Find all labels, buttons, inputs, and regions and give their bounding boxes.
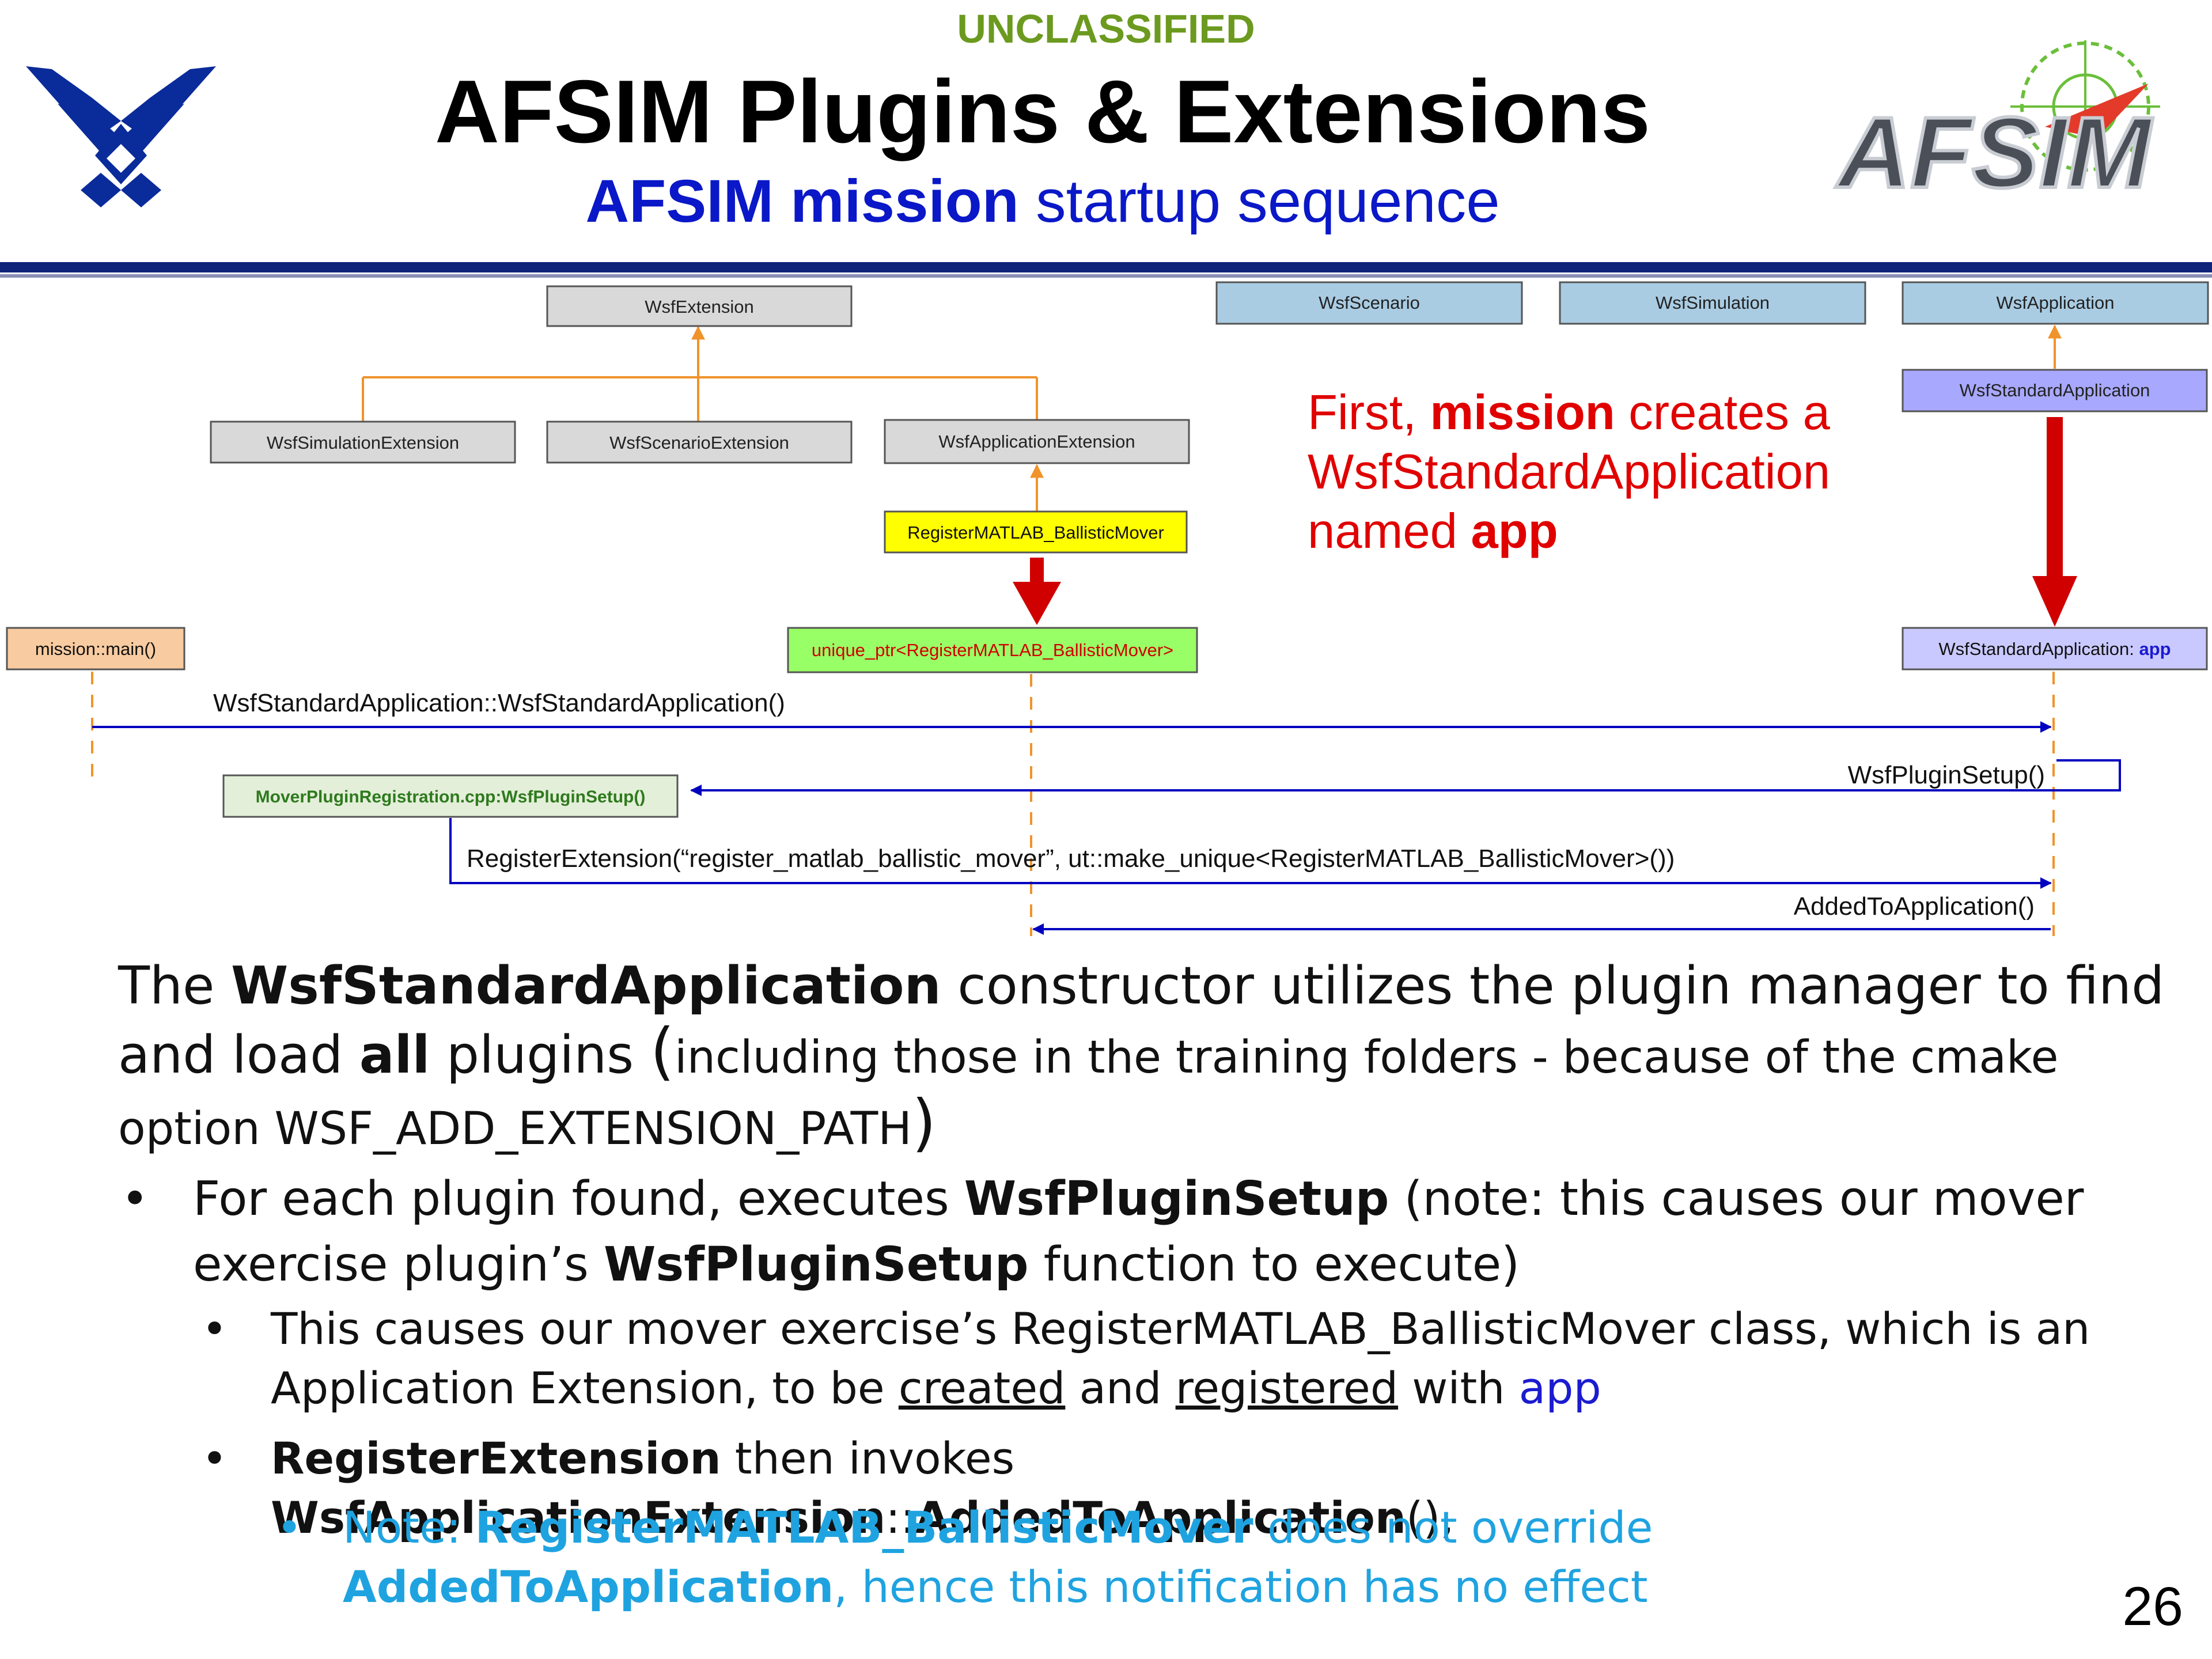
bullet-note: •Note: RegisterMATLAB_BallisticMover doe… [276,1498,2128,1616]
message-added-to-application: AddedToApplication() [1032,892,2051,935]
afsim-logo: AFSIM [1826,40,2166,213]
page-title: AFSIM Plugins & Extensions [435,62,1650,161]
box-wsf-scenario: WsfScenario [1215,281,1523,325]
inheritance-lines [362,324,2062,512]
box-register-mover: RegisterMATLAB_BallisticMover [884,510,1188,554]
intro-paragraph: The WsfStandardApplication constructor u… [118,956,2165,1159]
box-wsf-scenario-extension: WsfScenarioExtension [546,421,853,464]
svg-text:WsfSimulationExtension: WsfSimulationExtension [267,433,459,453]
svg-text:WsfStandardApplication: app: WsfStandardApplication: app [1938,639,2171,659]
bullet-register-extension: •RegisterExtension then invokes WsfAppli… [202,1429,2114,1547]
svg-text:WsfApplication: WsfApplication [1996,293,2114,313]
bullet-plugin-setup: •For each plugin found, executes WsfPlug… [121,1166,2094,1298]
lifeline-mission-main: mission::main() [6,627,185,671]
box-wsf-simulation-extension: WsfSimulationExtension [210,421,516,464]
header-rule [0,262,2212,272]
message-constructor: WsfStandardApplication::WsfStandardAppli… [92,689,2052,733]
svg-text:AddedToApplication(): AddedToApplication() [1794,892,2035,921]
bullet-register-created: •This causes our mover exercise’s Regist… [202,1299,2114,1418]
header-rule-thin [0,274,2212,278]
lifeline-unique-ptr: unique_ptr<RegisterMATLAB_BallisticMover… [787,627,1198,673]
svg-text:WsfPluginSetup(): WsfPluginSetup() [1848,761,2045,789]
svg-text:WsfSimulation: WsfSimulation [1656,293,1770,313]
bullet-glyph: • [276,1502,302,1553]
svg-text:unique_ptr<RegisterMATLAB_Ball: unique_ptr<RegisterMATLAB_BallisticMover… [812,640,1173,660]
page-subtitle: AFSIM mission startup sequence [0,167,2085,236]
sequence-diagram: WsfExtension WsfSimulationExtension WsfS… [6,281,2209,936]
box-wsf-standard-application: WsfStandardApplication [1902,369,2208,412]
svg-text:WsfStandardApplication: WsfStandardApplication [1960,380,2150,400]
svg-text:RegisterExtension(“register_ma: RegisterExtension(“register_matlab_balli… [467,844,1675,873]
page-number: 26 [2122,1576,2183,1637]
creation-note: First, mission creates a WsfStandardAppl… [1308,385,1831,559]
afsim-logo-text: AFSIM [1835,97,2153,209]
bullet-glyph: • [202,1303,228,1354]
subtitle-rest: startup sequence [1018,168,1500,235]
message-plugin-setup: WsfPluginSetup() [690,759,2121,796]
box-wsf-extension: WsfExtension [546,285,853,327]
svg-text:mission::main(): mission::main() [35,639,156,659]
box-wsf-application-extension: WsfApplicationExtension [884,419,1190,464]
creation-arrows [1013,417,2077,627]
bullet-glyph: • [121,1172,149,1226]
svg-text:WsfScenarioExtension: WsfScenarioExtension [609,433,789,453]
svg-text:WsfApplicationExtension: WsfApplicationExtension [938,431,1135,452]
svg-text:MoverPluginRegistration.cpp:Ws: MoverPluginRegistration.cpp:WsfPluginSet… [256,787,646,806]
svg-text:RegisterMATLAB_BallisticMover: RegisterMATLAB_BallisticMover [907,522,1164,543]
subtitle-bold: AFSIM mission [585,168,1019,235]
message-register-extension: RegisterExtension(“register_matlab_balli… [449,818,2052,889]
svg-text:WsfStandardApplication::WsfSta: WsfStandardApplication::WsfStandardAppli… [213,689,785,717]
classification-banner: UNCLASSIFIED [957,6,1255,51]
box-mover-plugin-setup: MoverPluginRegistration.cpp:WsfPluginSet… [222,774,679,818]
svg-text:WsfExtension: WsfExtension [645,297,754,317]
svg-text:WsfScenario: WsfScenario [1319,293,1420,313]
air-force-logo [23,35,219,213]
bullet-glyph: • [202,1433,228,1484]
lifeline-app: WsfStandardApplication: app [1902,627,2208,671]
box-wsf-simulation: WsfSimulation [1559,281,1866,325]
box-wsf-application: WsfApplication [1902,281,2209,325]
